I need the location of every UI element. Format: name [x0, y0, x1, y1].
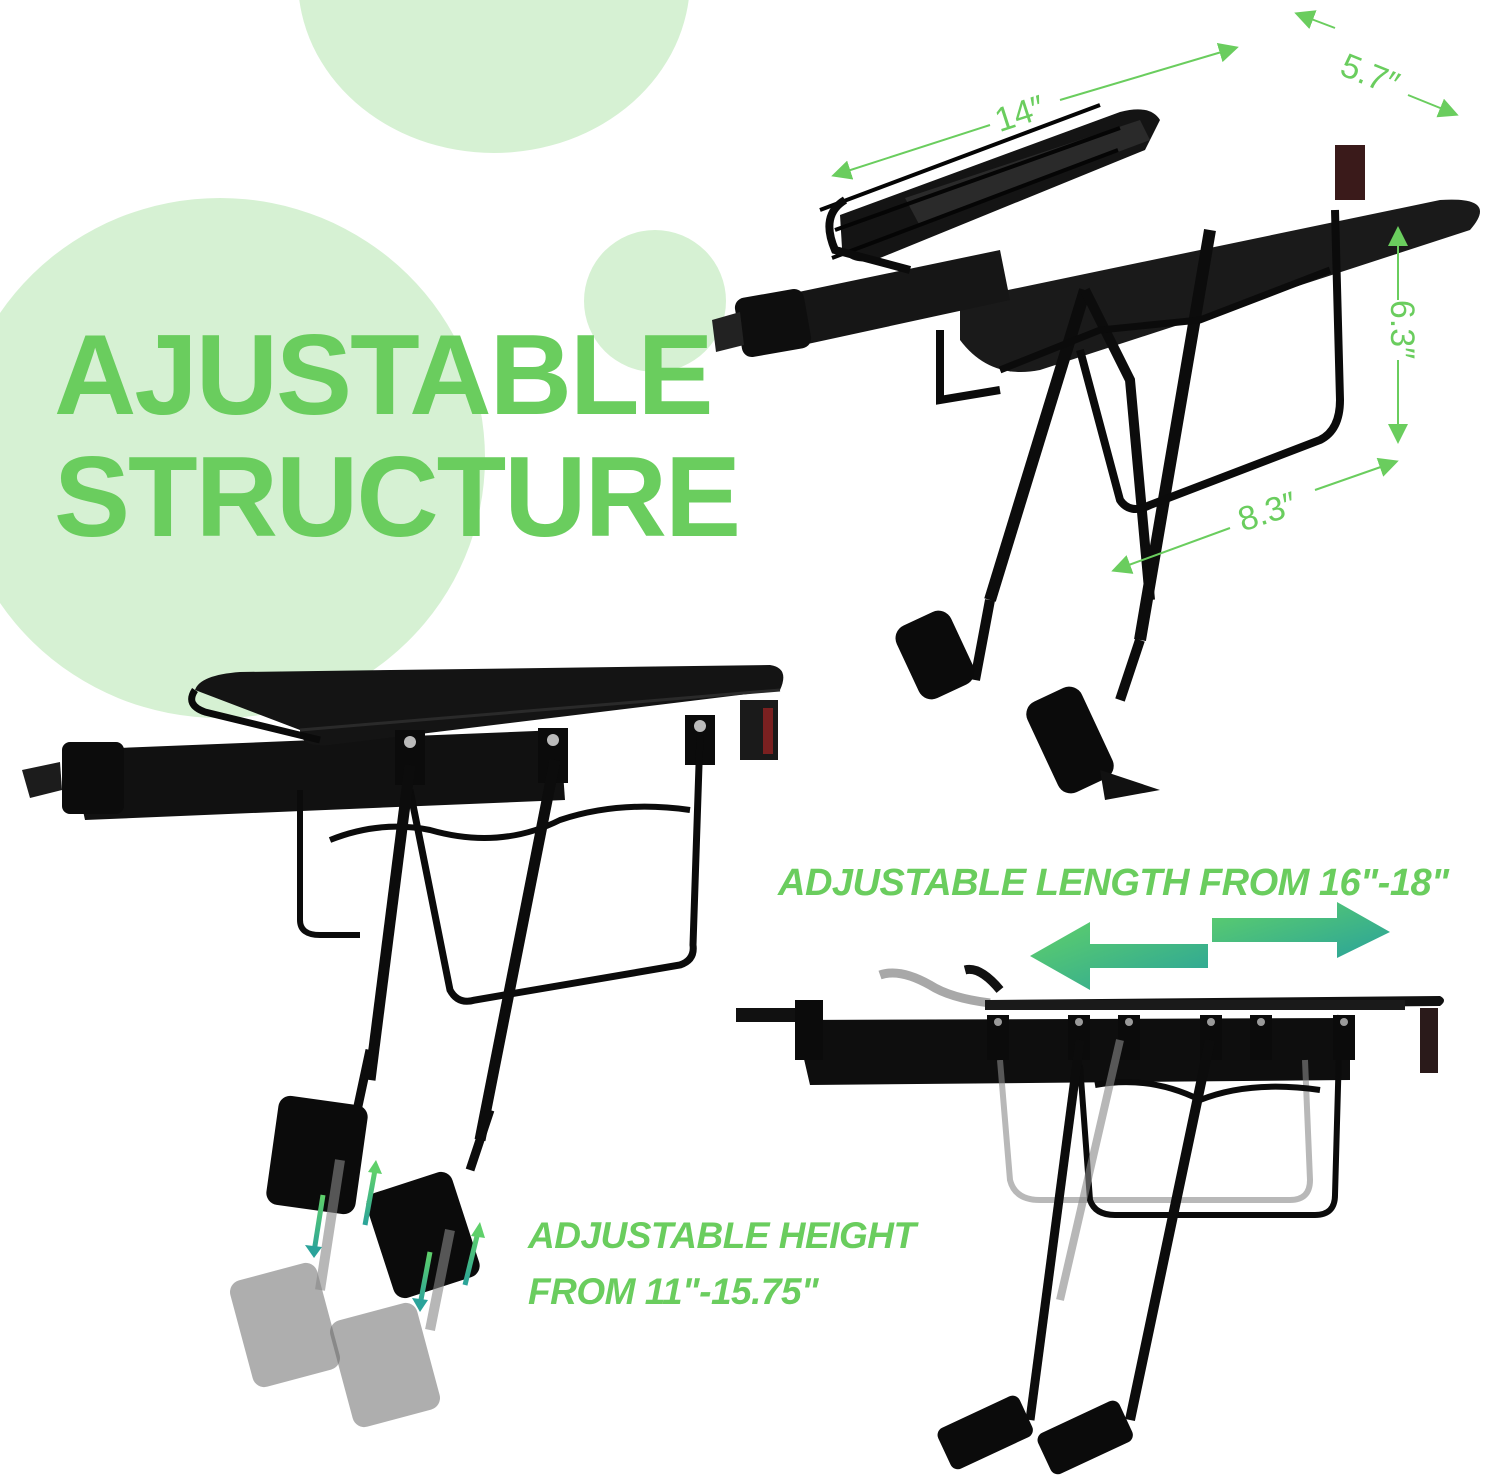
dim-5.7-right-arrow — [1407, 94, 1459, 118]
rack-top-right — [712, 103, 1480, 800]
title-line-2: STRUCTURE — [54, 434, 741, 561]
title-line-1: AJUSTABLE — [54, 312, 714, 439]
feature-height-line-2: FROM 11"-15.75" — [528, 1271, 819, 1312]
dim-8.3-left-arrow — [1111, 527, 1231, 574]
page-title: AJUSTABLE STRUCTURE — [54, 312, 741, 561]
arrow-left-icon — [1030, 922, 1208, 990]
decor-circle-small — [584, 230, 726, 372]
feature-height-line-1: ADJUSTABLE HEIGHT — [528, 1215, 916, 1256]
dim-5.7-left-arrow — [1294, 10, 1336, 30]
dim-8.3-right-arrow — [1314, 457, 1399, 491]
height-adjust-arrows — [305, 1160, 485, 1312]
dim-14-left-arrow — [831, 124, 991, 180]
arrow-right-icon — [1212, 902, 1390, 958]
feature-height-caption: ADJUSTABLE HEIGHT FROM 11"-15.75" — [528, 1208, 916, 1320]
dimension-height-label: 6.3″ — [1383, 299, 1422, 360]
dim-14-right-arrow — [1059, 42, 1239, 101]
rack-bottom-right — [736, 902, 1444, 1475]
feature-length-caption: ADJUSTABLE LENGTH FROM 16"-18" — [778, 862, 1449, 904]
decor-circle-large — [0, 198, 485, 718]
rack-middle-left — [22, 665, 784, 1428]
dimension-lines — [831, 10, 1459, 574]
